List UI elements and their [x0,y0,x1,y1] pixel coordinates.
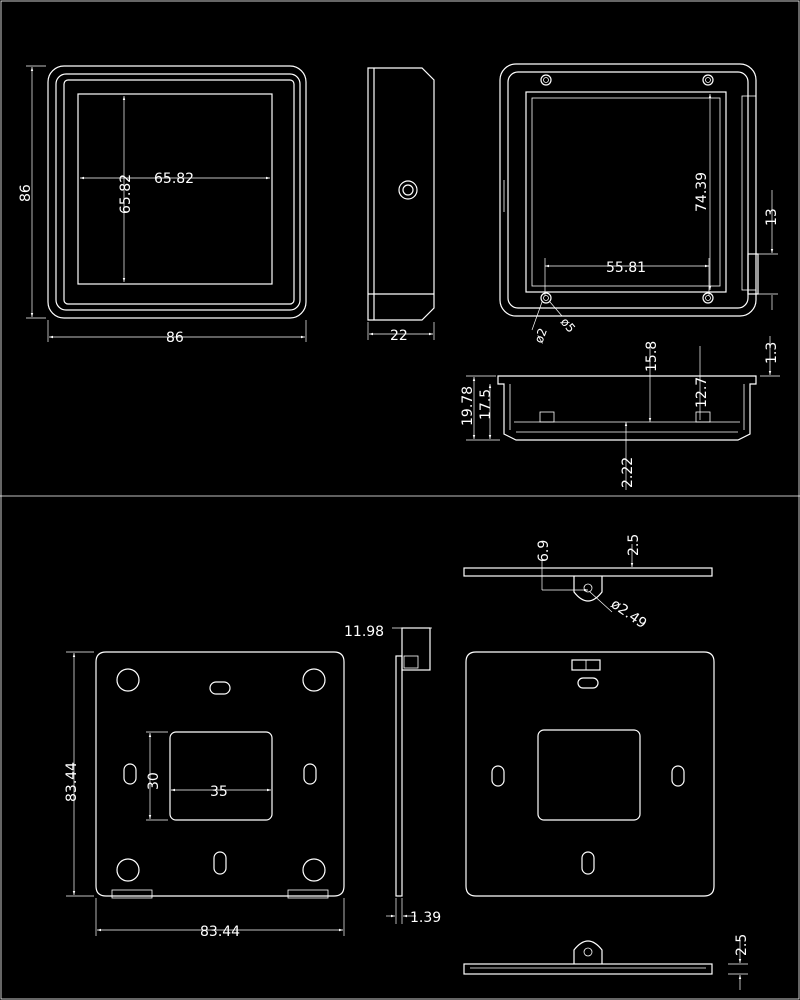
dim-plate-width: 83.44 [200,924,240,940]
dim-section-boss: 12.7 [694,377,710,408]
dim-section-body-height: 17.5 [478,389,494,420]
dim-detail-hole: ø2.49 [608,596,650,632]
dim-section-base: 2.22 [620,457,636,488]
section-view [466,336,780,490]
back-view [499,63,778,331]
dim-back-inner-height: 74.39 [694,172,710,212]
dim-back-clip-height: 13 [764,208,780,226]
side-view [367,67,435,340]
dim-section-lip: 1.3 [764,342,780,364]
plate-top-detail [463,544,713,613]
dim-back-hole-spacing: 55.81 [606,260,646,276]
dim-section-inner-depth: 15.8 [644,341,660,372]
front-view [26,65,307,342]
plate-side-view [386,627,432,924]
dim-bottom-tab: 2.5 [734,934,750,956]
dim-front-overall-width: 86 [166,330,184,346]
dim-side-depth: 22 [390,328,408,344]
dim-front-overall-height: 86 [18,184,34,202]
dim-plate-side-thickness: 1.39 [410,910,441,926]
plate-back-view [465,651,715,897]
dim-back-hole-small: ø2 [532,326,550,345]
dim-plate-cutout-height: 30 [146,772,162,790]
dim-section-total-height: 19.78 [460,386,476,426]
dim-plate-cutout-width: 35 [210,784,228,800]
dim-detail-tab: 2.5 [626,534,642,556]
plate-bottom-detail [463,940,748,990]
dim-front-width-window: 65.82 [154,171,194,187]
dim-detail-offset: 6.9 [536,540,552,562]
dim-plate-side-top: 11.98 [344,624,384,640]
dim-front-height-window: 65.82 [118,174,134,214]
dim-plate-height: 83.44 [64,762,80,802]
plate-front-view [66,651,345,936]
dim-back-hole-large: ø5 [558,315,578,335]
